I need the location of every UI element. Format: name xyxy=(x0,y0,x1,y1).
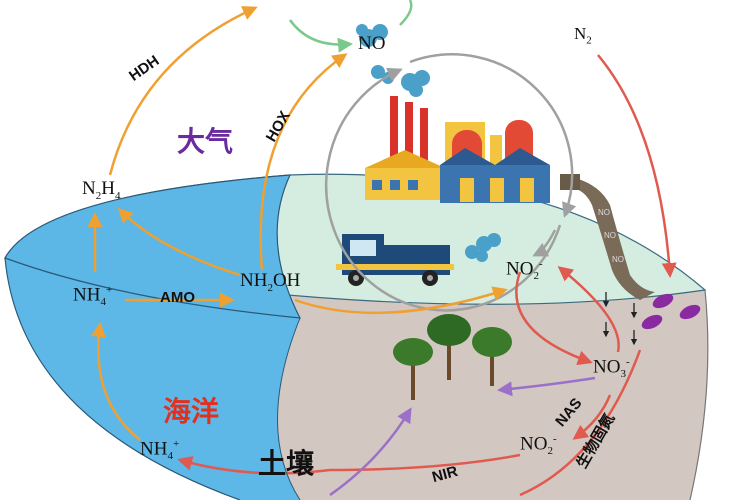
amo-label: AMO xyxy=(160,289,195,306)
green-arrows xyxy=(288,0,413,53)
ocean-label: 海洋 xyxy=(163,395,220,428)
svg-text:NO: NO xyxy=(598,208,610,217)
trees xyxy=(393,314,512,400)
no2-low-label: NO2- xyxy=(520,433,557,458)
orange-arrows xyxy=(87,6,508,315)
smoke-clouds xyxy=(356,24,501,262)
svg-text:NO: NO xyxy=(612,255,624,264)
stream-labels: NO NO NO xyxy=(598,208,624,264)
purple-arrows xyxy=(329,376,596,497)
nh4-ocean-label: NH4+ xyxy=(73,284,113,309)
truck-illustration xyxy=(336,234,454,286)
no2-right-label: NO2- xyxy=(506,258,543,283)
ocean-body xyxy=(5,258,300,500)
svg-text:NO: NO xyxy=(604,231,616,240)
n2-label: N2 xyxy=(574,24,592,47)
factory-illustration xyxy=(365,96,550,203)
ocean-surface xyxy=(4,174,302,319)
ocean-soil-divider xyxy=(277,317,301,500)
effluent-stream xyxy=(560,174,655,300)
nh4-soil-label: NH4+ xyxy=(140,438,180,463)
nitrogen-fixing-bacteria xyxy=(641,293,701,330)
no3-label: NO3- xyxy=(593,356,630,381)
soil-label: 土壤 xyxy=(258,447,315,480)
deposition-arrows xyxy=(602,292,638,346)
n2h4-label: N2H4 xyxy=(82,178,121,202)
no-top-label: NO xyxy=(358,33,386,54)
nh2oh-label: NH2OH xyxy=(240,270,301,294)
hemisphere-outline xyxy=(4,257,241,500)
atmosphere-label: 大气 xyxy=(177,125,234,158)
red-arrows xyxy=(90,54,677,497)
